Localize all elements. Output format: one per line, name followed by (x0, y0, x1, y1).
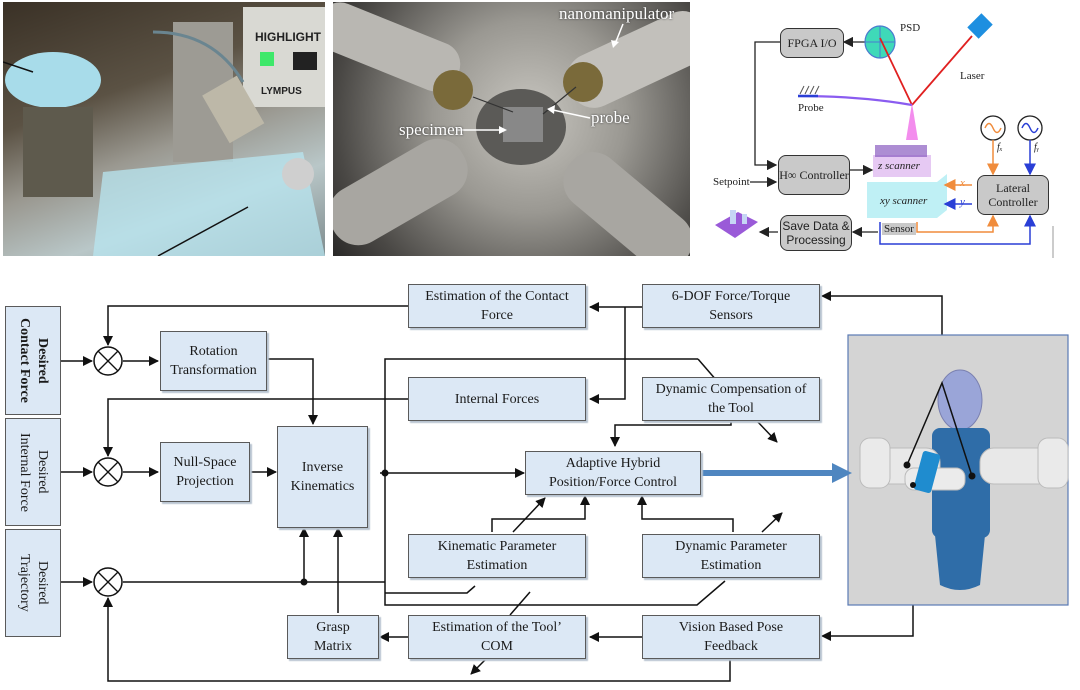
internal-force-feedback-line (103, 398, 408, 457)
contact-force-feedback-line (103, 305, 408, 346)
laser-icon (967, 13, 993, 39)
mirror-disk (5, 52, 101, 108)
lateral-controller-block: Lateral Controller (977, 175, 1049, 215)
estimation-contact-force-block: Estimation of the Contact Force (408, 284, 586, 328)
probe-tip (906, 103, 918, 140)
kinematic-parameter-estimation-block: Kinematic Parameter Estimation (408, 534, 586, 578)
lamp-brand-text-2: LYMPUS (261, 86, 302, 97)
pointer-line (3, 61, 34, 73)
surface-topography-icon (715, 212, 758, 238)
lamp-brand-text: HIGHLIGHT (255, 30, 321, 44)
robot-head (937, 369, 983, 431)
adaptive-hybrid-control-block: Adaptive Hybrid Position/Force Control (525, 451, 701, 495)
control-diagram-lines (60, 291, 1069, 682)
photo-setup-illustration (3, 7, 325, 256)
z-scanner-block (873, 155, 931, 177)
nanomanipulator-pointer (614, 23, 624, 45)
green-indicator-light (260, 52, 274, 66)
psd-label: PSD (900, 22, 921, 34)
manipulator-arm (333, 2, 461, 92)
vision-pose-feedback-block: Vision Based Pose Feedback (642, 615, 820, 659)
y-label: y (960, 196, 965, 208)
afm-diagram-lines (715, 13, 1054, 258)
electronics-board (23, 107, 93, 197)
fx-label: fₓ (997, 142, 1003, 153)
probe-tip (472, 96, 514, 113)
sensor-y-feedback (879, 214, 1036, 245)
fpga-io-block: FPGA I/O (780, 28, 844, 58)
sensor-label: Sensor (882, 223, 916, 235)
junction-dot (381, 469, 389, 477)
trajectory-feedback-line (103, 597, 731, 682)
probe-pointer (552, 109, 591, 119)
afm-control-diagram: FPGA I/O PSD Laser Probe H∞ Controller S… (700, 0, 1080, 260)
xy-scanner-block (867, 174, 947, 218)
sensor-x-feedback (916, 214, 999, 233)
specimen-label: specimen (399, 120, 464, 139)
grasp-matrix-block: Grasp Matrix (287, 615, 379, 659)
dynamic-parameter-estimation-block: Dynamic Parameter Estimation (642, 534, 820, 578)
x-label: x (960, 177, 965, 189)
xy-scanner-label: xy scanner (880, 195, 928, 207)
probe-label: probe (591, 108, 630, 127)
photo-micromanipulation-setup: HIGHLIGHT LYMPUS (3, 2, 325, 256)
power-tool (913, 451, 941, 493)
specimen (503, 107, 543, 142)
laser-beam (911, 35, 973, 106)
pointer-line (157, 206, 249, 256)
probe-label: Probe (798, 102, 824, 114)
junction-dot (300, 578, 308, 586)
z-scanner-label: z scanner (878, 160, 920, 172)
knob (282, 158, 314, 190)
h-infinity-controller-block: H∞ Controller (778, 155, 850, 195)
fy-label: fᵧ (1034, 142, 1040, 153)
dual-arm-robot-illustration (859, 369, 1069, 590)
null-space-projection-block: Null-Space Projection (160, 442, 250, 502)
rotation-transformation-block: Rotation Transformation (160, 331, 267, 391)
setpoint-label: Setpoint (713, 176, 750, 188)
laser-label: Laser (960, 70, 985, 82)
photo-nanomanipulator: nanomanipulator probe specimen (333, 2, 690, 256)
estimation-tool-com-block: Estimation of the Tool’ COM (408, 615, 586, 659)
inverse-kinematics-block: Inverse Kinematics (277, 426, 368, 528)
nanomanipulator-label: nanomanipulator (559, 4, 675, 23)
force-torque-sensors-block: 6-DOF Force/Torque Sensors (642, 284, 820, 328)
photo-nanomanipulator-illustration (333, 2, 690, 256)
internal-forces-block: Internal Forces (408, 377, 586, 421)
save-data-processing-block: Save Data & Processing (780, 215, 852, 251)
fpga-to-controller-line (754, 41, 780, 171)
dynamic-compensation-block: Dynamic Compensation of the Tool (642, 377, 820, 421)
reflected-beam (879, 37, 913, 106)
